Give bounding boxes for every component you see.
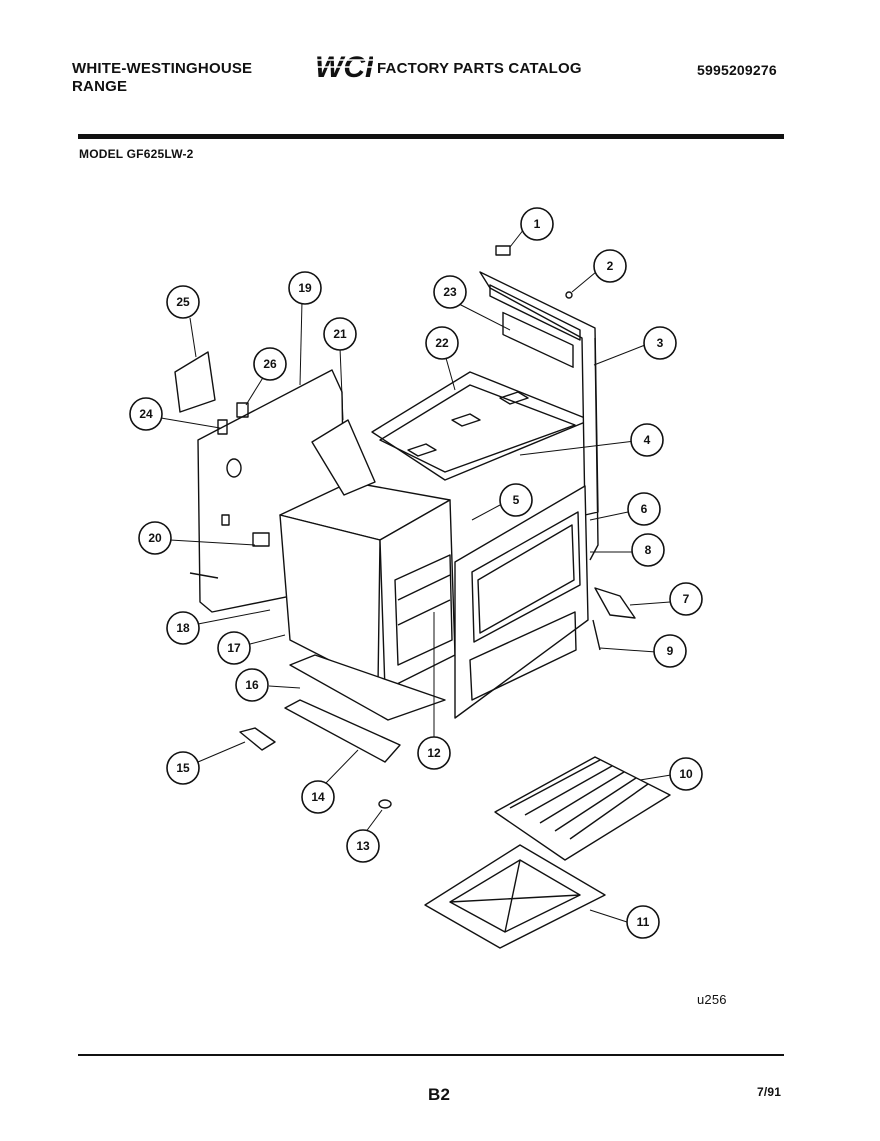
svg-text:25: 25 bbox=[176, 295, 190, 309]
page-number: B2 bbox=[428, 1085, 451, 1104]
callout-10: 10 bbox=[669, 757, 703, 791]
broiler-pan bbox=[424, 844, 606, 949]
brand-line-2: RANGE bbox=[72, 78, 128, 95]
callout-26: 26 bbox=[253, 347, 287, 381]
oven-liner bbox=[279, 481, 456, 691]
callout-15: 15 bbox=[166, 751, 200, 785]
callout-11: 11 bbox=[626, 905, 660, 939]
bottom-panel bbox=[289, 654, 446, 721]
model-number: MODEL GF625LW-2 bbox=[79, 147, 194, 161]
callout-5: 5 bbox=[499, 483, 533, 517]
wci-logo: WCI bbox=[313, 51, 373, 82]
diagram-reference: u256 bbox=[697, 992, 727, 1007]
svg-text:19: 19 bbox=[298, 281, 312, 295]
hinge-spring bbox=[592, 619, 601, 651]
door-frame-rod bbox=[589, 337, 599, 561]
callout-24: 24 bbox=[129, 397, 163, 431]
callout-16: 16 bbox=[235, 668, 269, 702]
part-15-clip bbox=[239, 727, 276, 751]
svg-text:9: 9 bbox=[667, 644, 674, 658]
callout-25: 25 bbox=[166, 285, 200, 319]
callout-17: 17 bbox=[217, 631, 251, 665]
svg-text:10: 10 bbox=[679, 767, 693, 781]
svg-text:26: 26 bbox=[263, 357, 277, 371]
part-1-clip bbox=[495, 245, 511, 256]
callout-21: 21 bbox=[323, 317, 357, 351]
callout-2: 2 bbox=[593, 249, 627, 283]
revision-date: 7/91 bbox=[757, 1085, 782, 1099]
leader-lines bbox=[160, 228, 672, 923]
vent-duct bbox=[311, 419, 376, 496]
callout-7: 7 bbox=[669, 582, 703, 616]
part-20-bracket bbox=[252, 532, 270, 547]
broiler-drawer bbox=[284, 699, 401, 763]
svg-text:5: 5 bbox=[513, 493, 520, 507]
svg-text:4: 4 bbox=[644, 433, 651, 447]
callout-19: 19 bbox=[288, 271, 322, 305]
svg-text:16: 16 bbox=[245, 678, 259, 692]
hinge bbox=[594, 587, 636, 619]
svg-text:21: 21 bbox=[333, 327, 347, 341]
part-24-clip bbox=[217, 419, 228, 435]
svg-text:15: 15 bbox=[176, 761, 190, 775]
svg-text:6: 6 bbox=[641, 502, 648, 516]
svg-text:12: 12 bbox=[427, 746, 441, 760]
callout-23: 23 bbox=[433, 275, 467, 309]
callout-3: 3 bbox=[643, 326, 677, 360]
footer-rule bbox=[78, 1054, 784, 1056]
catalog-title: FACTORY PARTS CATALOG bbox=[377, 60, 582, 77]
svg-text:17: 17 bbox=[227, 641, 241, 655]
callouts: 1 2 3 4 5 6 7 8 9 10 11 12 13 14 15 16 1… bbox=[129, 207, 703, 939]
svg-text:8: 8 bbox=[645, 543, 652, 557]
oven-rack bbox=[494, 756, 671, 861]
callout-13: 13 bbox=[346, 829, 380, 863]
callout-12: 12 bbox=[417, 736, 451, 770]
callout-8: 8 bbox=[631, 533, 665, 567]
part-26-clip bbox=[236, 402, 249, 418]
callout-22: 22 bbox=[425, 326, 459, 360]
svg-text:23: 23 bbox=[443, 285, 457, 299]
svg-text:13: 13 bbox=[356, 839, 370, 853]
part-2-screw bbox=[565, 291, 573, 299]
callout-4: 4 bbox=[630, 423, 664, 457]
front-frame bbox=[454, 485, 589, 719]
svg-text:7: 7 bbox=[683, 592, 690, 606]
callout-14: 14 bbox=[301, 780, 335, 814]
svg-text:22: 22 bbox=[435, 336, 449, 350]
svg-text:11: 11 bbox=[637, 915, 650, 929]
catalog-number: 5995209276 bbox=[697, 62, 777, 78]
callout-9: 9 bbox=[653, 634, 687, 668]
brand-line-1: WHITE-WESTINGHOUSE bbox=[72, 60, 253, 77]
callout-1: 1 bbox=[520, 207, 554, 241]
svg-text:14: 14 bbox=[311, 790, 325, 804]
svg-text:1: 1 bbox=[534, 217, 541, 231]
callout-20: 20 bbox=[138, 521, 172, 555]
part-13-leveler bbox=[378, 799, 392, 809]
callout-18: 18 bbox=[166, 611, 200, 645]
header-rule bbox=[78, 134, 784, 139]
back-panel bbox=[479, 271, 599, 516]
svg-text:24: 24 bbox=[139, 407, 153, 421]
callout-6: 6 bbox=[627, 492, 661, 526]
svg-text:2: 2 bbox=[607, 259, 614, 273]
part-25-bracket bbox=[174, 351, 216, 413]
svg-text:3: 3 bbox=[657, 336, 664, 350]
svg-text:18: 18 bbox=[176, 621, 190, 635]
svg-text:20: 20 bbox=[148, 531, 162, 545]
brand-title: WHITE-WESTINGHOUSE RANGE bbox=[72, 60, 252, 96]
